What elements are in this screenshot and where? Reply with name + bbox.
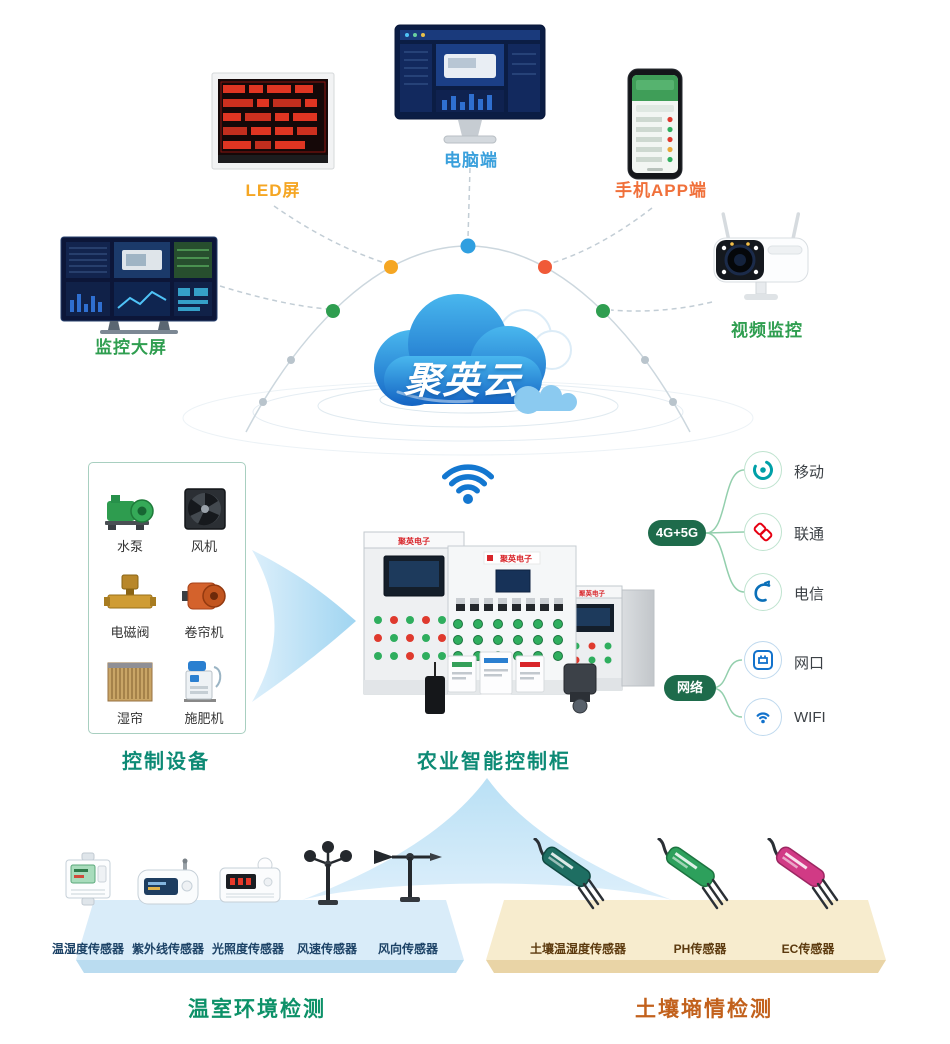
badge-4g5g: 4G+5G [648, 520, 706, 546]
ec-probe-image [767, 838, 839, 910]
sensor-label-light: 光照度传感器 [211, 942, 284, 956]
sensor-label-wind-speed: 风速传感器 [296, 942, 357, 956]
device-cell-solenoid-valve: 电磁阀 [93, 559, 167, 641]
china-telecom-logo [744, 573, 782, 611]
device-label: 施肥机 [184, 711, 224, 726]
greenhouse-title: 温室环境检测 [188, 998, 326, 1021]
sensor-label-uv: 紫外线传感器 [131, 942, 204, 956]
soil-platform [486, 900, 886, 973]
mobile-app-image [627, 68, 683, 180]
wet-curtain-icon [107, 662, 153, 702]
camera-label: 视频监控 [731, 321, 803, 340]
mobile-app-label: 手机APP端 [615, 181, 707, 200]
network-label-wifi: WIFI [794, 709, 826, 726]
wind-speed-sensor-image [304, 841, 352, 905]
china-unicom-logo [744, 513, 782, 551]
arc-node-dots [259, 238, 677, 406]
cabinet-image: 聚英电子 聚英电子 [363, 531, 655, 714]
cabinet-brand-text: 聚英电子 [397, 536, 430, 546]
wifi-circle [744, 698, 782, 736]
pc-label: 电脑端 [444, 151, 498, 170]
uv-sensor-image [137, 858, 199, 905]
wifi-icon [441, 464, 495, 504]
device-label: 电磁阀 [110, 625, 150, 640]
monitor-wall-label: 监控大屏 [95, 338, 167, 357]
fertilizer-machine-icon [184, 661, 222, 702]
network-branch-lines [711, 659, 743, 718]
cellular-branch-lines [705, 469, 745, 593]
china-mobile-logo [744, 451, 782, 489]
cloud-label: 聚英云 [402, 360, 523, 401]
device-cell-fan: 风机 [167, 473, 241, 555]
device-label: 水泵 [116, 539, 143, 554]
water-pump-icon [105, 495, 154, 530]
wind-direction-sensor-image [374, 850, 442, 902]
sensor-label-soil-temp-humidity: 土壤温湿度传感器 [529, 942, 626, 956]
light-sensor-image [219, 857, 281, 903]
network-label-port: 网口 [794, 655, 825, 672]
camera-image [713, 212, 809, 300]
wifi-small-icon [756, 712, 770, 724]
device-label: 湿帘 [116, 711, 143, 726]
china-mobile-icon [753, 460, 773, 480]
left-funnel-shape [252, 550, 356, 702]
device-connector-lines [219, 167, 713, 312]
badge-network: 网络 [664, 675, 716, 701]
control-devices-box: 水泵 风机 电磁阀 [88, 462, 246, 734]
sensor-label-ph: PH传感器 [673, 942, 727, 956]
greenhouse-platform [76, 900, 464, 973]
device-cell-wet-curtain: 湿帘 [93, 645, 167, 727]
device-cell-roller-motor: 卷帘机 [167, 559, 241, 641]
device-cell-water-pump: 水泵 [93, 473, 167, 555]
soil-temp-humidity-probe-image [533, 838, 605, 910]
device-label: 卷帘机 [184, 625, 224, 640]
china-telecom-icon [754, 580, 771, 602]
carrier-label-telecom: 电信 [794, 586, 825, 603]
ethernet-port-icon [753, 650, 773, 670]
cabinet-brand-text: 聚英电子 [578, 589, 606, 598]
cabinet-left: 聚英电子 [363, 531, 465, 695]
china-unicom-icon [753, 522, 773, 542]
monitor-wall-image [60, 236, 218, 334]
ethernet-port-circle [744, 641, 782, 679]
sensor-label-wind-direction: 风向传感器 [377, 942, 438, 956]
ph-probe-image [657, 838, 729, 910]
control-devices-title: 控制设备 [122, 751, 210, 773]
cabinet-brand-text: 聚英电子 [499, 554, 532, 564]
sensor-label-ec: EC传感器 [781, 942, 835, 956]
roller-motor-icon [182, 582, 226, 610]
pc-image [394, 24, 546, 144]
device-label: 风机 [190, 539, 217, 554]
exhaust-fan-icon [184, 488, 226, 530]
cabinet-side-panel [621, 589, 655, 687]
cabinet-accessories [425, 651, 597, 714]
device-cell-fertilizer-machine: 施肥机 [167, 645, 241, 727]
carrier-label-unicom: 联通 [794, 526, 825, 543]
sensor-label-temp-humidity: 温湿度传感器 [51, 942, 124, 956]
soil-title: 土壤墒情检测 [635, 998, 773, 1021]
led-screen-label: LED屏 [245, 181, 301, 200]
cabinet-title: 农业智能控制柜 [417, 751, 571, 773]
led-screen-image [211, 72, 335, 170]
carrier-label-mobile: 移动 [794, 464, 825, 481]
cloud-image [374, 294, 577, 414]
temp-humidity-sensor-image [65, 852, 111, 906]
solenoid-valve-icon [104, 574, 156, 609]
